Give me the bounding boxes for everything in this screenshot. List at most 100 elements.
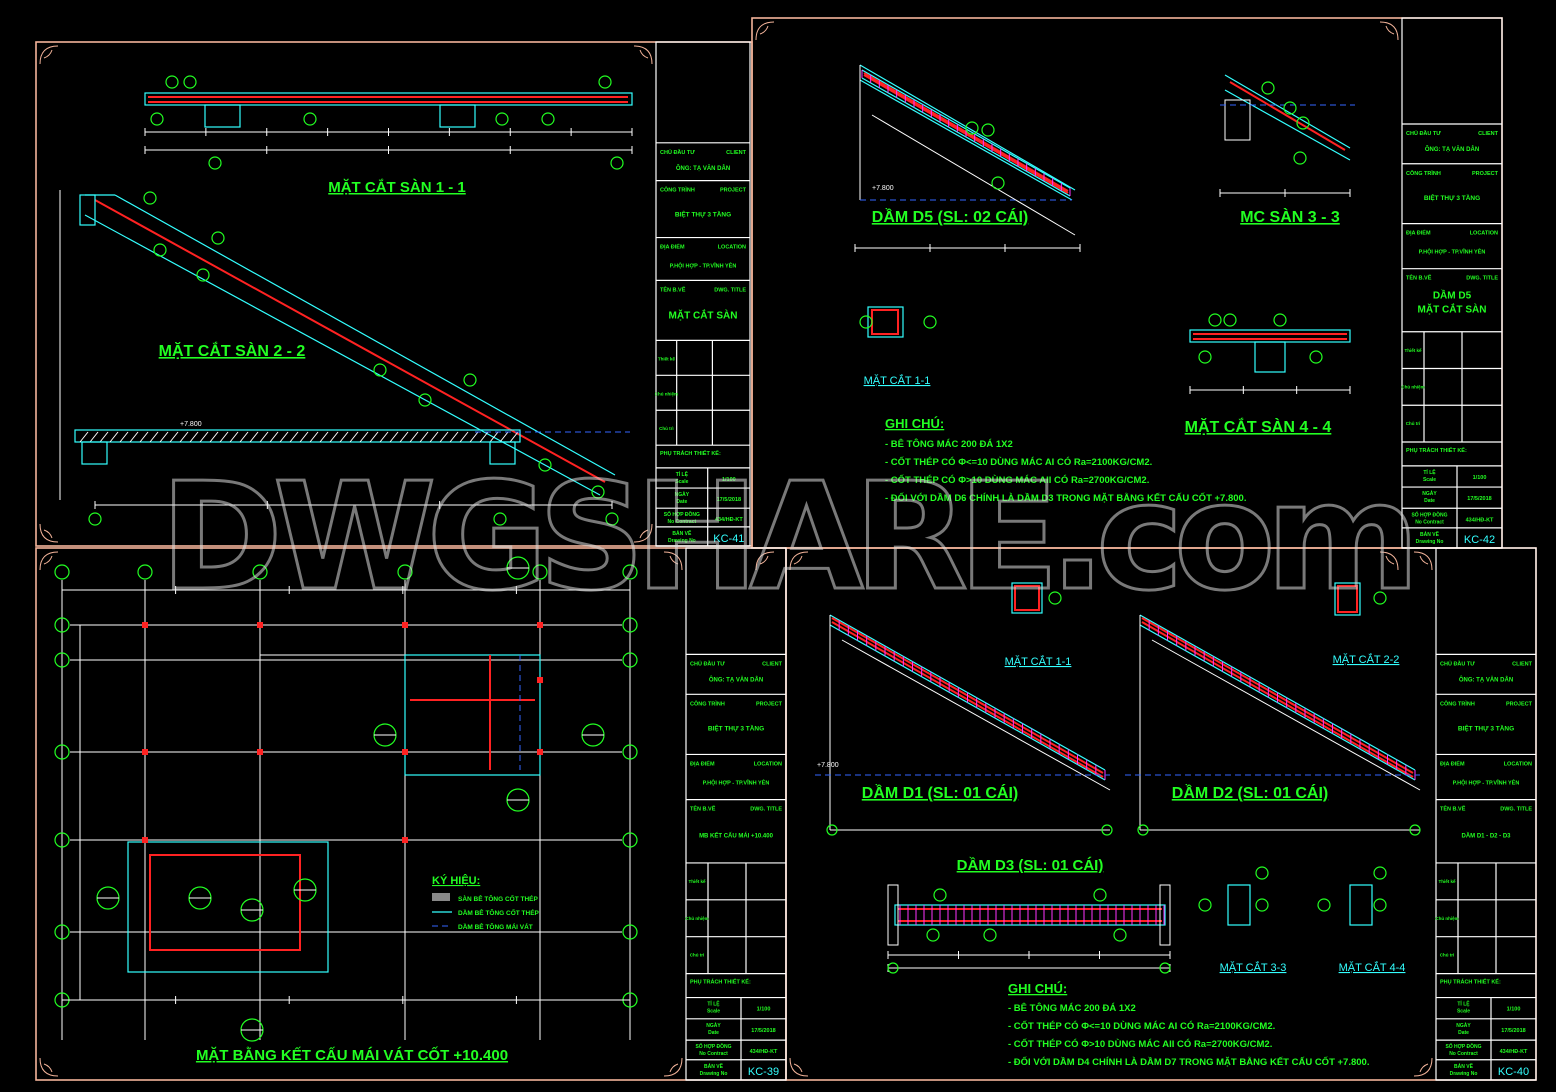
hatch xyxy=(419,431,429,443)
rebar-mark xyxy=(1273,313,1287,327)
hatch xyxy=(339,431,349,443)
rebar-mark xyxy=(1373,898,1387,912)
client-name: ÔNG: TẠ VĂN DÂN xyxy=(709,675,763,683)
rebar-mark xyxy=(143,191,157,205)
hatch xyxy=(109,431,119,443)
column xyxy=(402,837,408,843)
rebar-mark xyxy=(1113,928,1127,942)
floor-slab xyxy=(74,429,521,443)
rebar-mark xyxy=(183,75,197,89)
hatch xyxy=(89,431,99,443)
rebar-mark xyxy=(598,75,612,89)
column xyxy=(142,622,148,628)
field-label-en: Scale xyxy=(675,479,688,485)
sign-role: Chủ nhiệm xyxy=(1435,916,1458,921)
field-value: 434/HĐ-KT xyxy=(1500,1049,1528,1055)
hatch xyxy=(179,431,189,443)
hatch xyxy=(149,431,159,443)
cut-title-1-1: MẶT CẮT 1-1 xyxy=(864,374,931,387)
sign-role: Chủ trì xyxy=(690,953,705,958)
rebar xyxy=(1337,585,1358,613)
rebar-mark xyxy=(591,485,605,499)
field-label: CÔNG TRÌNH xyxy=(690,699,725,707)
hatch xyxy=(459,431,469,443)
hatch xyxy=(139,431,149,443)
rebar-mark xyxy=(165,75,179,89)
slab-panel xyxy=(127,841,329,973)
rebar-mark xyxy=(1373,866,1387,880)
field-label: SỐ HỢP ĐỒNG xyxy=(664,511,700,518)
note-line: - CỐT THÉP CÓ Φ>10 DÙNG MÁC AII CÓ Ra=27… xyxy=(1008,1038,1272,1050)
rebar-mark xyxy=(1223,313,1237,327)
rebar-mark xyxy=(150,112,164,126)
grid-bubble xyxy=(54,564,70,580)
slope-slab-top xyxy=(114,194,616,476)
client-name: ÔNG: TẠ VĂN DÂN xyxy=(1459,675,1513,683)
field-value: 17/5/2018 xyxy=(1501,1028,1525,1034)
note-line: - CỐT THÉP CÓ Φ<=10 DÙNG MÁC AI CÓ Ra=21… xyxy=(1008,1020,1275,1032)
column xyxy=(257,622,263,628)
field-label: BẢN VẼ xyxy=(1454,1063,1474,1070)
field-label: BẢN VẼ xyxy=(1420,531,1440,538)
grid-bubble xyxy=(1101,824,1113,836)
rebar-mark xyxy=(541,112,555,126)
beam-d1-title: DẦM D1 (SL: 01 CÁI) xyxy=(862,783,1018,802)
beam-d5-top xyxy=(859,64,1076,191)
grid-bubble xyxy=(610,156,624,170)
section xyxy=(1334,582,1361,616)
project-name: BIỆT THỰ 3 TẦNG xyxy=(708,722,764,732)
column xyxy=(142,749,148,755)
rebar-mark xyxy=(981,123,995,137)
hatch xyxy=(129,431,139,443)
sign-role: Chủ nhiệm xyxy=(1401,384,1424,389)
rebar-mark xyxy=(1048,591,1062,605)
field-label-en: No Contract xyxy=(668,519,697,525)
hatch xyxy=(409,431,419,443)
roof-plan-title: MẶT BẰNG KẾT CẤU MÁI VÁT CỐT +10.400 xyxy=(196,1046,508,1064)
field-label: BẢN VẼ xyxy=(672,530,692,537)
grid-bubble xyxy=(397,564,413,580)
field-label-en: CLIENT xyxy=(726,150,747,156)
project-name: BIỆT THỰ 3 TẦNG xyxy=(675,209,731,219)
field-value: 1/100 xyxy=(757,1007,771,1013)
slab-3-3 xyxy=(1224,89,1351,161)
grid-bubble xyxy=(826,824,838,836)
client-name: ÔNG: TẠ VĂN DÂN xyxy=(676,164,730,172)
field-label: SỐ HỢP ĐỒNG xyxy=(695,1043,731,1050)
field-label: TÊN B.VẼ xyxy=(1440,805,1466,813)
field-label: CÔNG TRÌNH xyxy=(1440,699,1475,707)
field-label: SỐ HỢP ĐỒNG xyxy=(1411,511,1447,518)
hatch xyxy=(349,431,359,443)
grid-bubble xyxy=(493,512,507,526)
drawing-title: DẦM D5 xyxy=(1433,289,1472,302)
footing xyxy=(81,441,108,465)
rebar-mark xyxy=(991,176,1005,190)
rebar-mark xyxy=(495,112,509,126)
rebar-mark xyxy=(1309,350,1323,364)
watermark: DWGSHARE.com xyxy=(160,451,1420,623)
notes-title: GHI CHÚ: xyxy=(1008,981,1067,996)
drawing-number: KC-42 xyxy=(1464,534,1495,546)
field-label: TỈ LỆ xyxy=(707,1000,720,1008)
section xyxy=(1227,884,1251,926)
rebar-mark xyxy=(1296,116,1310,130)
rebar-mark xyxy=(1093,888,1107,902)
field-label: CÔNG TRÌNH xyxy=(660,186,695,194)
hatch xyxy=(279,431,289,443)
sign-role: Chủ nhiệm xyxy=(685,916,708,921)
corner-ornament xyxy=(39,1057,59,1077)
rebar-mark xyxy=(859,315,873,329)
drawing-title: MB KẾT CẤU MÁI +10.400 xyxy=(699,833,774,840)
field-label: ĐỊA ĐIỂM xyxy=(1440,760,1465,767)
beam-d5-bottom xyxy=(859,79,1073,201)
grid-bubble xyxy=(622,832,638,848)
drawing-geometry xyxy=(39,21,1433,1077)
field-value: 1/100 xyxy=(1507,1007,1521,1013)
design-label: PHỤ TRÁCH THIẾT KẾ: xyxy=(690,979,751,986)
client-name: ÔNG: TẠ VĂN DÂN xyxy=(1425,145,1479,153)
section-title-4-4: MẶT CẮT SÀN 4 - 4 xyxy=(1185,417,1332,436)
rebar-mark xyxy=(153,243,167,257)
